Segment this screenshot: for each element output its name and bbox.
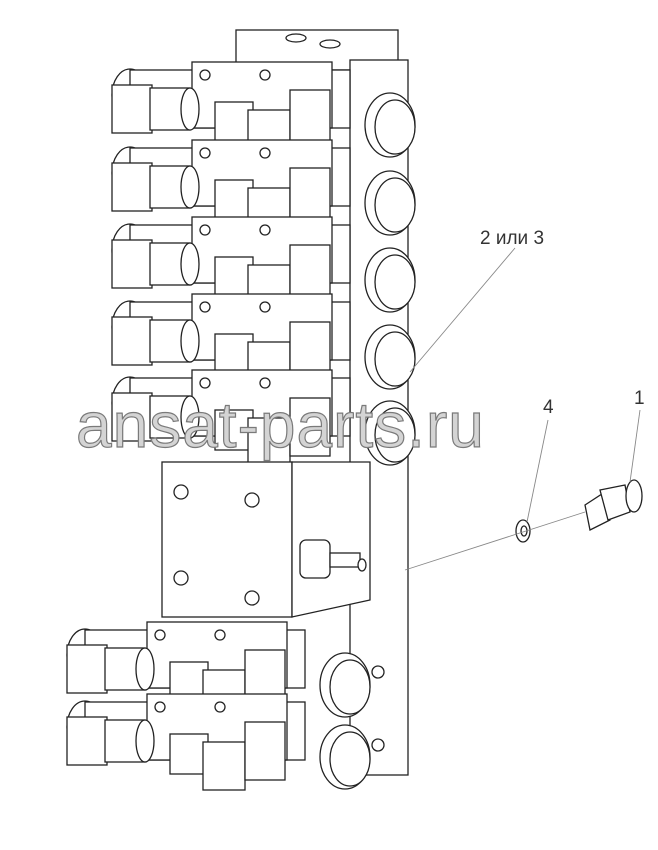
center-block xyxy=(161,461,371,618)
valve-section xyxy=(111,61,416,159)
valve-section xyxy=(111,216,416,314)
valve-section xyxy=(111,369,416,467)
fitting-part-1 xyxy=(584,479,643,531)
leader-lines xyxy=(404,247,641,571)
callout-1: 1 xyxy=(634,388,645,409)
valve-section xyxy=(66,693,371,791)
callout-4: 4 xyxy=(543,397,554,418)
washer-part-4 xyxy=(515,519,531,543)
callout-2-or-3: 2 или 3 xyxy=(480,228,545,249)
watermark: ansat-parts.ru xyxy=(75,388,485,461)
valve-section xyxy=(66,621,371,719)
valve-section xyxy=(111,293,416,391)
valve-section xyxy=(111,139,416,237)
valve-sections xyxy=(66,61,416,791)
